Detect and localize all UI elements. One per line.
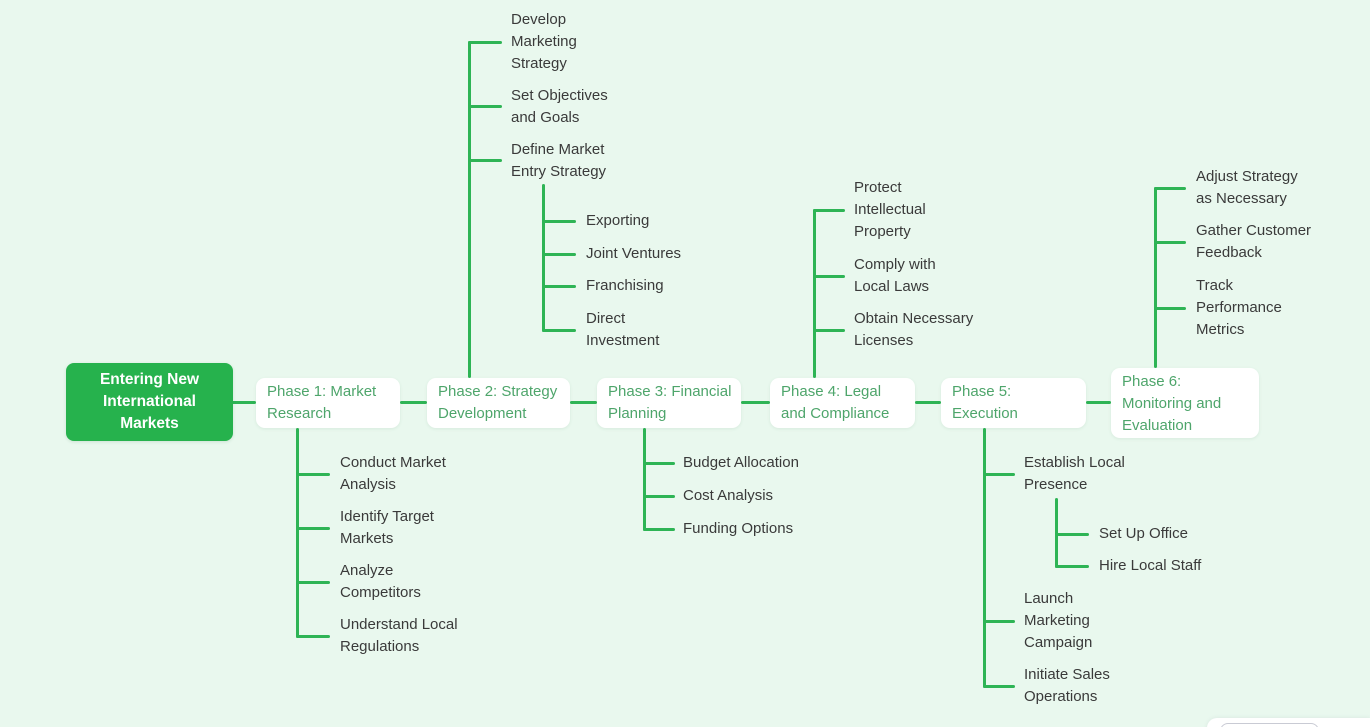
node-identify-target-markets[interactable]: Identify Target Markets	[340, 508, 434, 547]
connector-line	[1055, 565, 1089, 568]
node-track-performance-metrics[interactable]: Track Performance Metrics	[1196, 277, 1282, 338]
node-comply-with-local-laws[interactable]: Comply with Local Laws	[854, 256, 936, 295]
connector-line	[400, 401, 427, 404]
phase-node-6[interactable]: Phase 6: Monitoring and Evaluation	[1111, 368, 1259, 438]
connector-line	[741, 401, 770, 404]
connector-line	[983, 428, 986, 688]
connector-line	[468, 41, 471, 378]
connector-line	[1086, 401, 1111, 404]
connector-line	[542, 184, 545, 332]
connector-line	[1154, 241, 1186, 244]
phase-node-1-label: Phase 1: Market Research	[267, 383, 377, 422]
phase-node-4-label: Phase 4: Legal and Compliance	[781, 383, 890, 422]
node-exporting[interactable]: Exporting	[586, 212, 650, 229]
connector-line	[643, 462, 675, 465]
node-protect-intellectual-property[interactable]: Protect Intellectual Property	[854, 179, 926, 240]
connector-line	[983, 620, 1015, 623]
connector-line	[468, 41, 502, 44]
phase-node-3-label: Phase 3: Financial Planning	[608, 383, 732, 422]
node-gather-customer-feedback[interactable]: Gather Customer Feedback	[1196, 222, 1312, 261]
node-set-up-office[interactable]: Set Up Office	[1099, 525, 1188, 542]
connector-line	[542, 285, 576, 288]
connector-line	[813, 209, 816, 378]
connector-line	[296, 428, 299, 638]
node-cost-analysis[interactable]: Cost Analysis	[683, 487, 774, 504]
phase-node-2[interactable]: Phase 2: Strategy Development	[427, 378, 570, 428]
node-define-market-entry-strategy[interactable]: Define Market Entry Strategy	[511, 141, 607, 180]
connector-line	[643, 428, 646, 531]
connector-line	[296, 581, 330, 584]
node-obtain-necessary-licenses[interactable]: Obtain Necessary Licenses	[854, 310, 974, 349]
connector-line	[230, 401, 256, 404]
node-franchising[interactable]: Franchising	[586, 277, 664, 294]
node-direct-investment[interactable]: Direct Investment	[586, 310, 660, 349]
node-hire-local-staff[interactable]: Hire Local Staff	[1099, 557, 1202, 574]
connector-line	[1154, 187, 1186, 190]
connector-line	[813, 329, 845, 332]
node-set-objectives-and-goals[interactable]: Set Objectives and Goals	[511, 87, 608, 126]
toolbar-button[interactable]	[1220, 723, 1319, 727]
root-node[interactable]: Entering New International Markets	[66, 363, 233, 441]
node-funding-options[interactable]: Funding Options	[683, 520, 794, 537]
connector-line	[296, 527, 330, 530]
root-node-label: Entering New International Markets	[99, 371, 200, 432]
node-conduct-market-analysis[interactable]: Conduct Market Analysis	[340, 454, 446, 493]
node-understand-local-regulations[interactable]: Understand Local Regulations	[340, 616, 458, 655]
connector-line	[542, 329, 576, 332]
connector-line	[296, 635, 330, 638]
connector-line	[915, 401, 941, 404]
connector-line	[1154, 187, 1157, 368]
connector-line	[983, 473, 1015, 476]
node-analyze-competitors[interactable]: Analyze Competitors	[340, 562, 421, 601]
phase-node-5-label: Phase 5: Execution	[952, 383, 1018, 422]
phase-node-2-label: Phase 2: Strategy Development	[438, 383, 558, 422]
connector-line	[813, 275, 845, 278]
phase-node-1[interactable]: Phase 1: Market Research	[256, 378, 400, 428]
connector-line	[1154, 307, 1186, 310]
phase-node-3[interactable]: Phase 3: Financial Planning	[597, 378, 741, 428]
node-joint-ventures[interactable]: Joint Ventures	[586, 245, 682, 262]
connector-line	[468, 105, 502, 108]
connector-line	[813, 209, 845, 212]
node-adjust-strategy-as-necessary[interactable]: Adjust Strategy as Necessary	[1196, 168, 1298, 207]
phase-node-4[interactable]: Phase 4: Legal and Compliance	[770, 378, 915, 428]
connector-line	[983, 685, 1015, 688]
connector-line	[542, 253, 576, 256]
connector-line	[542, 220, 576, 223]
connector-line	[643, 495, 675, 498]
connector-line	[1055, 533, 1089, 536]
node-initiate-sales-operations[interactable]: Initiate Sales Operations	[1024, 666, 1110, 705]
connector-line	[468, 159, 502, 162]
connector-line	[643, 528, 675, 531]
connector-line	[296, 473, 330, 476]
connector-line	[570, 401, 597, 404]
node-budget-allocation[interactable]: Budget Allocation	[683, 454, 799, 471]
node-develop-marketing-strategy[interactable]: Develop Marketing Strategy	[511, 11, 577, 72]
node-launch-marketing-campaign[interactable]: Launch Marketing Campaign	[1024, 590, 1093, 651]
phase-node-5[interactable]: Phase 5: Execution	[941, 378, 1086, 428]
phase-node-6-label: Phase 6: Monitoring and Evaluation	[1122, 373, 1222, 434]
bottom-toolbar-panel	[1207, 718, 1370, 727]
node-establish-local-presence[interactable]: Establish Local Presence	[1024, 454, 1125, 493]
